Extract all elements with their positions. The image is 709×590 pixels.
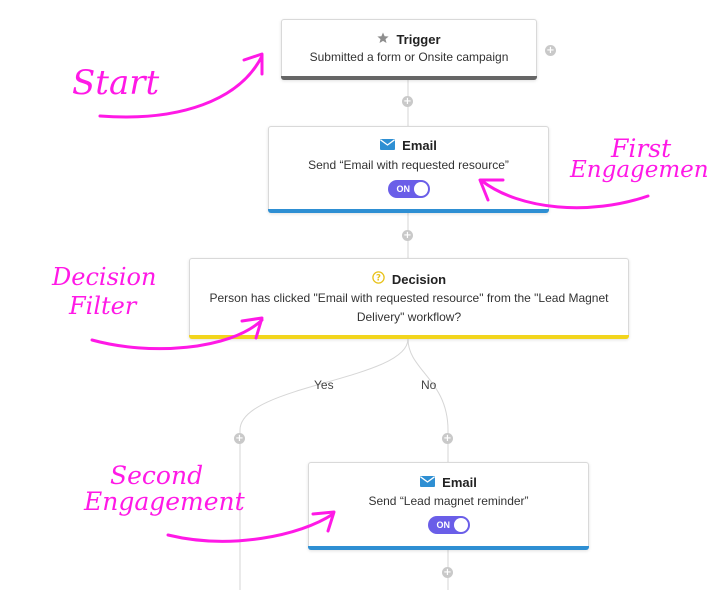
toggle-knob xyxy=(453,518,468,532)
email-node-1[interactable]: Email Send “Email with requested resourc… xyxy=(268,126,549,213)
trigger-status-bar xyxy=(281,76,537,80)
add-step-button-3[interactable]: + xyxy=(442,567,453,578)
decision-description: Person has clicked "Email with requested… xyxy=(209,291,609,324)
add-step-button-1[interactable]: + xyxy=(402,96,413,107)
trigger-node[interactable]: Trigger Submitted a form or Onsite campa… xyxy=(281,19,537,80)
email-1-toggle-label: ON xyxy=(396,184,411,194)
envelope-icon xyxy=(420,475,436,490)
email-1-description: Send “Email with requested resource” xyxy=(308,158,509,172)
email-2-toggle-label: ON xyxy=(436,520,451,530)
add-step-no-button[interactable]: + xyxy=(442,433,453,444)
annotation-decision-filter-line1: Decision xyxy=(52,263,157,291)
email-2-title: Email xyxy=(442,475,477,490)
add-step-button-2[interactable]: + xyxy=(402,230,413,241)
decision-title: Decision xyxy=(391,271,447,287)
annotation-first-engagement-line1: First xyxy=(611,134,672,163)
svg-text:?: ? xyxy=(376,274,381,284)
annotation-decision-filter-line2: Filter xyxy=(69,292,137,320)
add-trigger-button[interactable]: + xyxy=(545,45,556,56)
toggle-knob xyxy=(413,182,428,196)
branch-yes-label: Yes xyxy=(314,378,334,392)
envelope-icon xyxy=(380,138,396,153)
email-2-status-bar xyxy=(308,546,589,550)
annotation-start: Start xyxy=(72,63,160,103)
decision-node[interactable]: ? Decision Person has clicked "Email wit… xyxy=(189,258,629,339)
trigger-description: Submitted a form or Onsite campaign xyxy=(309,50,509,64)
annotation-first-engagement-line2: Engagement xyxy=(570,157,709,183)
annotation-second-engagement-line1: Second xyxy=(110,461,204,490)
trigger-title: Trigger xyxy=(396,32,441,47)
email-1-title: Email xyxy=(402,138,437,153)
email-2-description: Send “Lead magnet reminder” xyxy=(368,494,529,508)
email-1-toggle[interactable]: ON xyxy=(387,180,430,198)
decision-status-bar xyxy=(189,335,629,339)
email-1-status-bar xyxy=(268,209,549,213)
annotation-second-engagement-line2: Engagement xyxy=(84,487,245,516)
email-node-2[interactable]: Email Send “Lead magnet reminder” ON xyxy=(308,462,589,550)
add-step-yes-button[interactable]: + xyxy=(234,433,245,444)
email-2-toggle[interactable]: ON xyxy=(427,516,470,534)
star-icon xyxy=(377,32,390,47)
branch-no-label: No xyxy=(421,378,437,392)
question-circle-icon: ? xyxy=(372,271,385,287)
